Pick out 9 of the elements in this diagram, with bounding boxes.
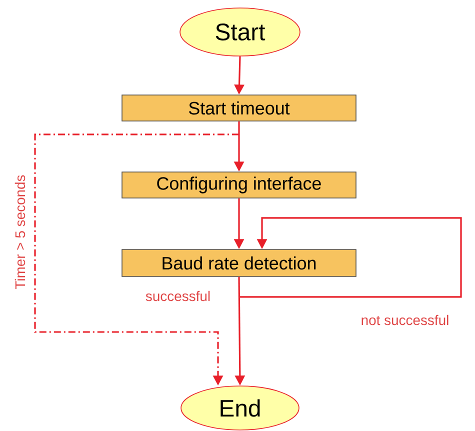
- process-box: Configuring interface: [122, 172, 356, 198]
- process-box: Start timeout: [122, 94, 356, 122]
- process-box: Baud rate detection: [122, 249, 356, 277]
- terminal-oval: Start: [180, 8, 300, 56]
- edge-label: Timer > 5 seconds: [14, 174, 26, 290]
- arrow: [239, 217, 462, 298]
- terminal-oval: End: [180, 386, 300, 430]
- edge-label: not successful: [360, 314, 450, 326]
- edge-label: successful: [144, 290, 212, 302]
